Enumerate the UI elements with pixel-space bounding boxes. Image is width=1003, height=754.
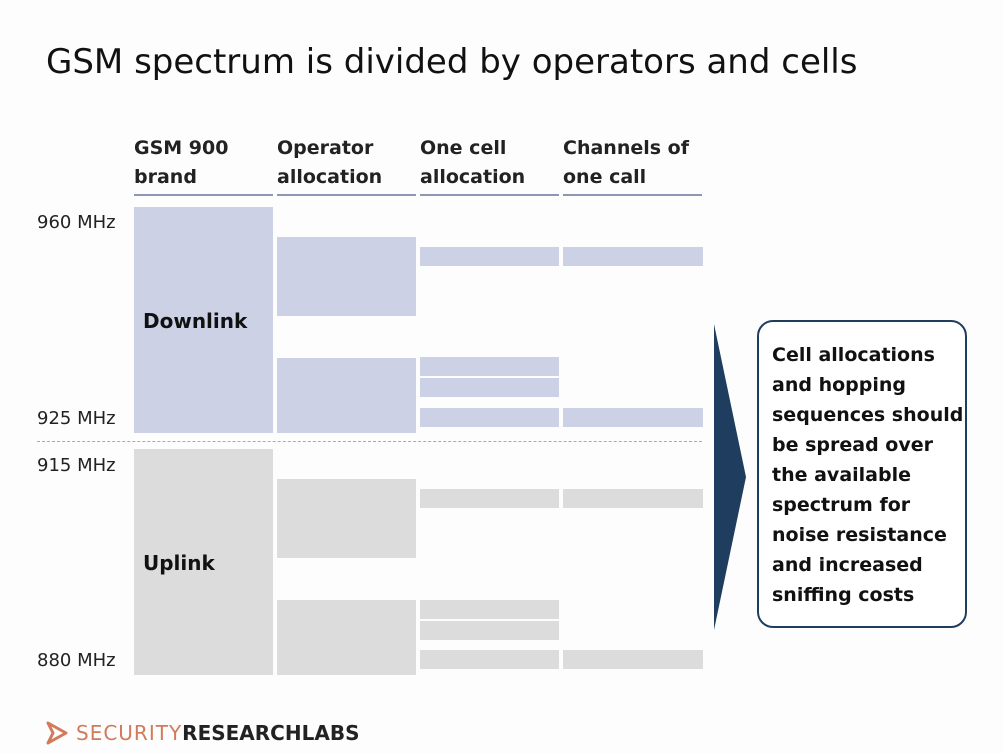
downlink-cell-allocation-block bbox=[420, 357, 559, 376]
callout-line: Cell allocations bbox=[772, 344, 935, 366]
downlink-operator-allocation-block bbox=[277, 237, 416, 316]
uplink-call-channel-block bbox=[563, 489, 703, 508]
downlink-cell-allocation-block bbox=[420, 247, 559, 266]
column-header-line: Channels of bbox=[563, 137, 689, 159]
frequency-label-880: 880 MHz bbox=[37, 650, 116, 671]
frequency-label-960: 960 MHz bbox=[37, 212, 116, 233]
downlink-call-channel-block bbox=[563, 408, 703, 427]
uplink-label: Uplink bbox=[143, 551, 215, 575]
logo-text-security: SECURITY bbox=[76, 721, 183, 745]
callout-box: Cell allocations and hopping sequences s… bbox=[757, 320, 967, 628]
callout-line: noise resistance bbox=[772, 524, 947, 546]
column-header-line: GSM 900 bbox=[134, 137, 229, 159]
callout-line: the available bbox=[772, 464, 911, 486]
column-underline bbox=[563, 194, 702, 196]
column-underline bbox=[134, 194, 273, 196]
downlink-band-block bbox=[134, 207, 273, 433]
uplink-call-channel-block bbox=[563, 650, 703, 669]
frequency-label-915: 915 MHz bbox=[37, 455, 116, 476]
column-header-line: One cell bbox=[420, 137, 507, 159]
downlink-cell-allocation-block bbox=[420, 378, 559, 397]
uplink-operator-allocation-block bbox=[277, 479, 416, 558]
uplink-cell-allocation-block bbox=[420, 489, 559, 508]
uplink-cell-allocation-block bbox=[420, 621, 559, 640]
security-research-labs-logo: SECURITY RESEARCHLABS bbox=[44, 718, 359, 748]
callout-line: sequences should bbox=[772, 404, 964, 426]
callout-line: sniffing costs bbox=[772, 584, 915, 606]
downlink-cell-allocation-block bbox=[420, 408, 559, 427]
uplink-cell-allocation-block bbox=[420, 600, 559, 619]
callout-line: and increased bbox=[772, 554, 923, 576]
column-header-line: Operator bbox=[277, 137, 374, 159]
downlink-call-channel-block bbox=[563, 247, 703, 266]
uplink-cell-allocation-block bbox=[420, 650, 559, 669]
downlink-label: Downlink bbox=[143, 309, 248, 333]
uplink-band-block bbox=[134, 449, 273, 675]
column-header-line: allocation bbox=[420, 166, 526, 188]
callout-line: spectrum for bbox=[772, 494, 911, 516]
chevron-logo-icon bbox=[46, 721, 68, 745]
column-header-gsm-900-brand: GSM 900 brand bbox=[134, 134, 274, 192]
column-header-line: brand bbox=[134, 166, 197, 188]
uplink-operator-allocation-block bbox=[277, 600, 416, 675]
column-header-operator-allocation: Operator allocation bbox=[277, 134, 417, 192]
frequency-label-925: 925 MHz bbox=[37, 408, 116, 429]
column-header-line: allocation bbox=[277, 166, 383, 188]
callout-line: be spread over bbox=[772, 434, 933, 456]
slide-title: GSM spectrum is divided by operators and… bbox=[46, 42, 858, 82]
column-header-one-cell-allocation: One cell allocation bbox=[420, 134, 560, 192]
column-header-line: one call bbox=[563, 166, 647, 188]
logo-text-researchlabs: RESEARCHLABS bbox=[182, 721, 360, 745]
callout-line: and hopping bbox=[772, 374, 906, 396]
column-underline bbox=[277, 194, 416, 196]
band-separator bbox=[37, 441, 702, 442]
column-underline bbox=[420, 194, 559, 196]
column-header-channels-of-one-call: Channels of one call bbox=[563, 134, 703, 192]
arrow-right-icon bbox=[714, 324, 746, 630]
downlink-operator-allocation-block bbox=[277, 358, 416, 433]
